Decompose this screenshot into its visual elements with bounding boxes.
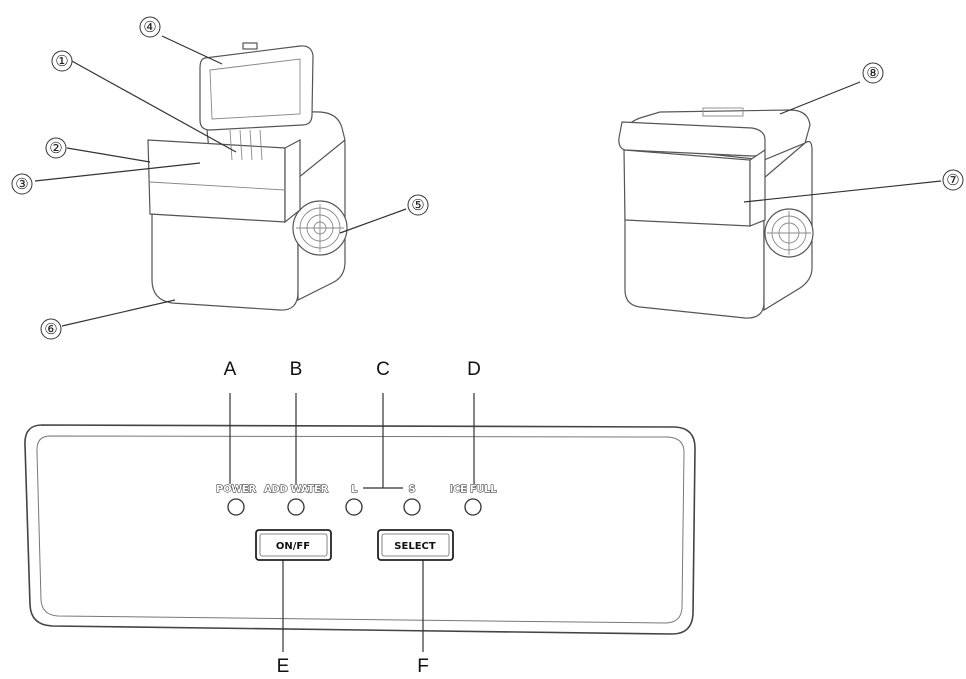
basket-side xyxy=(284,139,301,224)
led-power xyxy=(227,498,245,516)
callout-2: ② xyxy=(45,137,67,159)
control-panel: POWER ADD WATER L S ICE FULL ON/FF SELEC… xyxy=(24,393,696,652)
svg-text:③: ③ xyxy=(15,175,28,193)
svg-text:②: ② xyxy=(49,139,62,157)
svg-text:⑤: ⑤ xyxy=(411,196,424,214)
callout-5: ⑤ xyxy=(407,194,429,216)
led-large xyxy=(345,498,363,516)
fan-grille-right xyxy=(764,208,814,258)
svg-text:①: ① xyxy=(55,52,68,70)
svg-text:⑦: ⑦ xyxy=(946,171,959,189)
svg-text:⑥: ⑥ xyxy=(44,320,57,338)
callout-6: ⑥ xyxy=(40,318,62,340)
callout-leaders xyxy=(34,35,942,327)
letter-b: B xyxy=(290,359,303,380)
label-ice-full: ICE FULL xyxy=(450,484,498,495)
letter-f: F xyxy=(417,656,429,677)
ice-maker-open-lid xyxy=(147,42,348,311)
callout-7: ⑦ xyxy=(942,169,964,191)
label-large: L xyxy=(351,484,358,495)
on-off-button-label: ON/FF xyxy=(276,541,310,552)
fan-grille xyxy=(292,200,348,256)
letter-e: E xyxy=(277,656,290,677)
ice-maker-closed-lid xyxy=(618,107,814,319)
callout-1: ① xyxy=(51,50,73,72)
svg-text:④: ④ xyxy=(143,18,156,36)
letter-d: D xyxy=(467,359,481,380)
label-small: S xyxy=(409,484,416,495)
lid-handle xyxy=(242,42,258,50)
on-off-button[interactable]: ON/FF xyxy=(255,529,332,561)
callout-4: ④ xyxy=(139,16,161,38)
basket-window xyxy=(147,139,286,223)
callout-numbers: ① ② ③ ④ ⑤ ⑥ ⑦ ⑧ xyxy=(11,16,964,340)
panel-letters: A B C D E F xyxy=(224,359,481,677)
basket-window-right xyxy=(623,149,751,227)
label-power: POWER xyxy=(216,484,256,495)
label-add-water: ADD WATER xyxy=(264,484,329,495)
open-lid xyxy=(199,45,314,131)
letter-a: A xyxy=(224,359,237,380)
letter-c: C xyxy=(376,359,390,380)
select-button-label: SELECT xyxy=(394,541,436,552)
panel-inner-border xyxy=(36,435,685,624)
led-small xyxy=(403,498,421,516)
callout-3: ③ xyxy=(11,173,33,195)
led-ice-full xyxy=(464,498,482,516)
led-add-water xyxy=(287,498,305,516)
callout-8: ⑧ xyxy=(862,62,884,84)
select-button[interactable]: SELECT xyxy=(377,529,454,561)
svg-text:⑧: ⑧ xyxy=(866,64,879,82)
